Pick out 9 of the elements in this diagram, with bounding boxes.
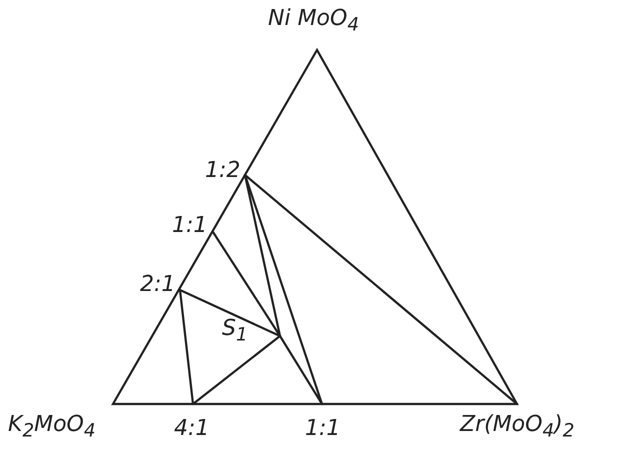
ratio-label: 2:1 <box>140 274 176 296</box>
vertex-label: Zr(MoO$_{4}$)$_{2}$ <box>460 414 574 441</box>
ratio-label: 1:1 <box>172 215 208 237</box>
ratio-label: 1:2 <box>205 160 240 182</box>
ratio-label: 1:1 <box>305 418 340 440</box>
vertex-label: Ni MoO$_{4}$ <box>268 8 359 35</box>
vertex-label: K$_{2}$MoO$_{4}$ <box>8 414 96 441</box>
ratio-label: 4:1 <box>174 418 210 440</box>
phase-label: S$_{1}$ <box>222 318 248 345</box>
